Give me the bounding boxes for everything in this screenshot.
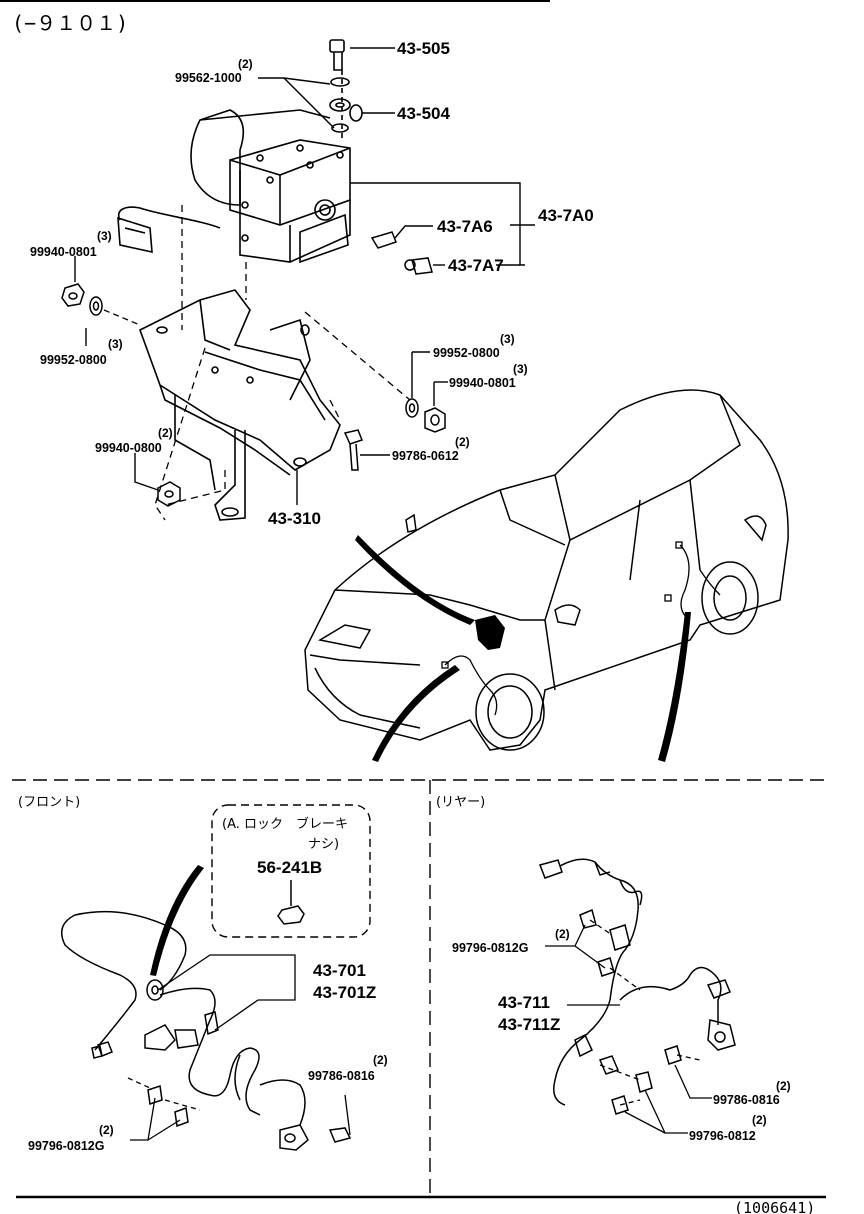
grommet-56-241B — [277, 880, 305, 925]
callout-wedge-rear — [658, 612, 691, 762]
callout-wedge-note — [150, 865, 204, 976]
label-99940-0801-left: 99940-0801 — [30, 245, 97, 259]
label-43-701Z: 43-701Z — [313, 983, 376, 1002]
bolt-99786-0612 — [343, 429, 363, 471]
label-43-7A6: 43-7A6 — [437, 217, 493, 236]
qty-99562: (2) — [238, 57, 253, 71]
note-line-2: ナシ) — [308, 837, 339, 852]
left-nut-washer — [61, 283, 103, 316]
front-sensor-harness — [60, 910, 352, 1151]
qty-99786-0816-front: (2) — [373, 1053, 388, 1067]
nut-99940-0800 — [157, 481, 181, 507]
label-99562-1000: 99562-1000 — [175, 71, 242, 85]
label-99940-0801-right: 99940-0801 — [449, 376, 516, 390]
label-99786-0612: 99786-0612 — [392, 449, 459, 463]
label-99952-0800-left: 99952-0800 — [40, 353, 107, 367]
label-99796-0812-rear: 99796-0812 — [689, 1129, 756, 1143]
abs-unit-highlight — [475, 615, 505, 650]
callout-wedge-front — [372, 665, 460, 762]
label-99786-0816-front: 99786-0816 — [308, 1069, 375, 1083]
label-43-504: 43-504 — [397, 104, 450, 123]
qty-99952-right: (3) — [500, 332, 515, 346]
bracket-43-310 — [139, 289, 341, 521]
qty-99940-0800: (2) — [158, 426, 173, 440]
bolt-stack — [329, 39, 363, 142]
callout-wedge-abs — [355, 535, 475, 625]
label-43-7A7: 43-7A7 — [448, 256, 504, 275]
label-43-711Z: 43-711Z — [498, 1015, 560, 1034]
label-99796-0812G-rear: 99796-0812G — [452, 941, 528, 955]
label-43-701: 43-701 — [313, 961, 366, 980]
label-43-310: 43-310 — [268, 509, 321, 528]
qty-99952-left: (3) — [108, 337, 123, 351]
label-56-241B: 56-241B — [257, 858, 322, 877]
range-label: (−９１０１) — [12, 11, 128, 35]
front-section-title: (フロント) — [18, 795, 80, 810]
abs-hydraulic-unit — [117, 109, 351, 264]
label-99786-0816-rear: 99786-0816 — [713, 1093, 780, 1107]
vehicle-outline — [304, 389, 789, 751]
label-43-7A0: 43-7A0 — [538, 206, 594, 225]
unit-fittings — [370, 231, 433, 275]
qty-99940-left: (3) — [97, 229, 112, 243]
right-nut-washer — [405, 398, 446, 433]
vehicle-sensor-wires — [441, 541, 721, 716]
label-43-505: 43-505 — [397, 39, 450, 58]
reference-number: (1006641) — [734, 1199, 815, 1214]
rear-sensor-harness — [539, 858, 736, 1115]
label-99796-0812G-front: 99796-0812G — [28, 1139, 104, 1153]
qty-99796-0812G-rear: (2) — [555, 927, 570, 941]
label-99952-0800-right: 99952-0800 — [433, 346, 500, 360]
qty-99796-0812-rear: (2) — [752, 1113, 767, 1127]
qty-99796-0812G-front: (2) — [99, 1123, 114, 1137]
rear-section-title: (リヤー) — [436, 795, 485, 810]
note-line-1: (A. ロック ブレーキ — [222, 816, 348, 832]
note-box — [211, 804, 371, 938]
qty-99786-0612: (2) — [455, 435, 470, 449]
guide-lines — [154, 205, 411, 521]
qty-99786-0816-rear: (2) — [776, 1079, 791, 1093]
label-99940-0800: 99940-0800 — [95, 441, 162, 455]
qty-99940-right: (3) — [513, 362, 528, 376]
label-43-711: 43-711 — [498, 993, 550, 1012]
